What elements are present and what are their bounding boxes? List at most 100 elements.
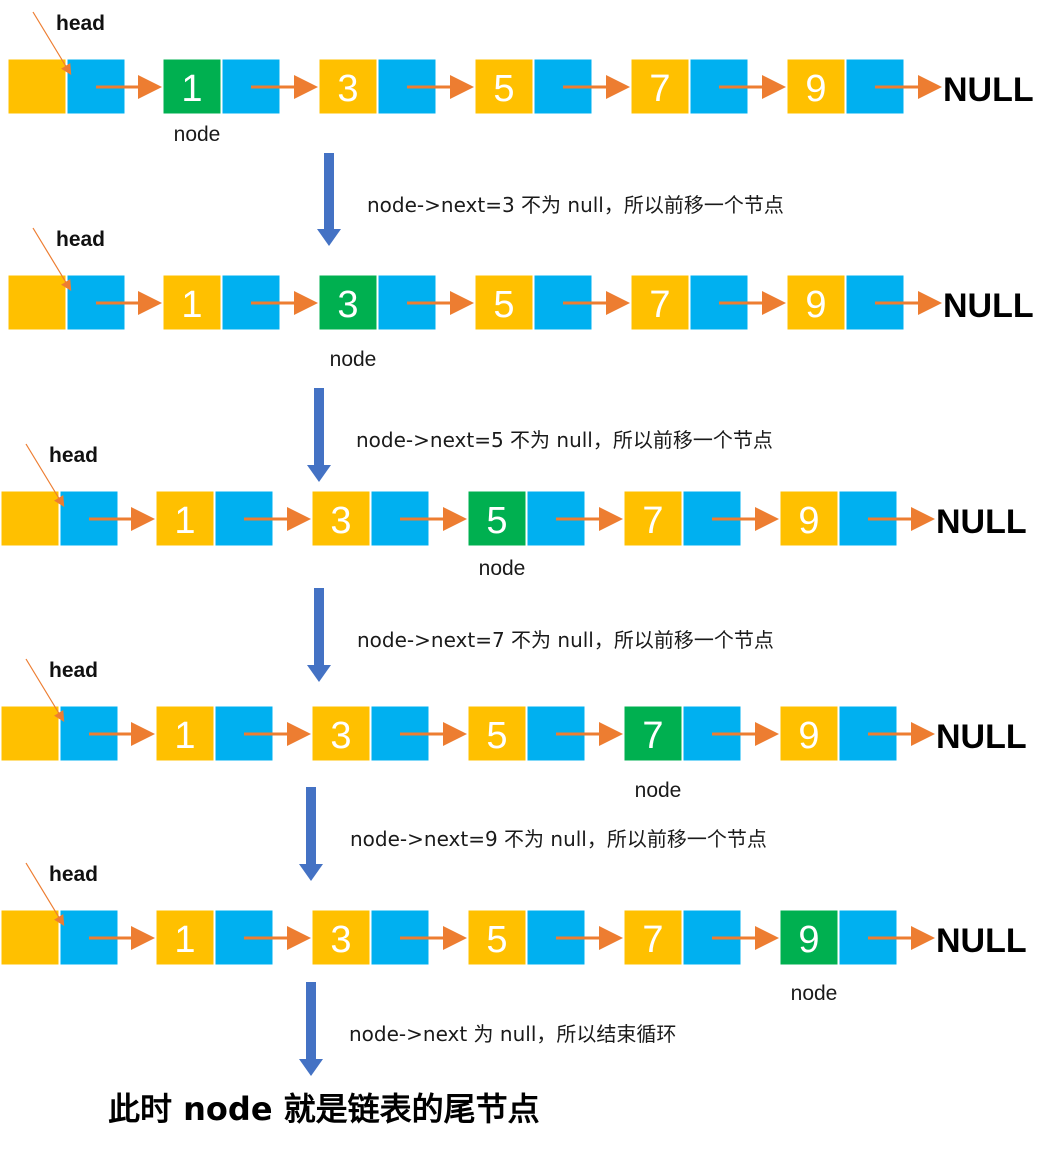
head-data-cell (0, 490, 60, 547)
current-node-cell (467, 490, 527, 547)
current-node-cell (779, 909, 839, 966)
head-label: head (49, 863, 98, 886)
node-value: 9 (805, 68, 826, 110)
node-value: 5 (486, 919, 507, 961)
transition-step: node->next 为 null，所以结束循环 (299, 982, 676, 1076)
node-value: 3 (330, 715, 351, 757)
head-label: head (56, 12, 105, 35)
down-arrow-head (307, 665, 331, 682)
node-value: 5 (493, 68, 514, 110)
transition-step: node->next=7 不为 null，所以前移一个节点 (307, 588, 774, 682)
node-data-cell (779, 705, 839, 762)
node-value: 9 (798, 919, 819, 961)
node-data-cell (630, 58, 690, 115)
node-value: 7 (642, 715, 663, 757)
conclusion-text: 此时 node 就是链表的尾节点 (108, 1090, 540, 1128)
transition-step: node->next=3 不为 null，所以前移一个节点 (317, 153, 784, 246)
node-data-cell (155, 490, 215, 547)
node-data-cell (786, 58, 846, 115)
node-data-cell (467, 705, 527, 762)
node-value: 7 (642, 500, 663, 542)
head-arrow (32, 11, 72, 76)
down-arrow-shaft (314, 388, 324, 466)
node-value: 5 (486, 715, 507, 757)
node-value: 5 (486, 500, 507, 542)
node-value: 1 (174, 715, 195, 757)
null-label: NULL (936, 922, 1027, 960)
down-arrow-head (299, 1059, 323, 1076)
head-label: head (56, 228, 105, 251)
current-node-cell (318, 274, 378, 331)
node-value: 9 (805, 284, 826, 326)
node-data-cell (623, 909, 683, 966)
down-arrow-shaft (314, 588, 324, 666)
node-data-cell (318, 58, 378, 115)
node-data-cell (779, 490, 839, 547)
node-value: 9 (798, 500, 819, 542)
null-label: NULL (936, 503, 1027, 541)
transition-step: node->next=5 不为 null，所以前移一个节点 (307, 388, 773, 482)
node-pointer-label: node (791, 982, 838, 1005)
node-data-cell (474, 58, 534, 115)
transition-note: node->next=7 不为 null，所以前移一个节点 (357, 628, 774, 652)
node-value: 3 (330, 500, 351, 542)
node-value: 3 (337, 68, 358, 110)
head-label: head (49, 659, 98, 682)
head-arrow (25, 443, 65, 508)
node-value: 5 (493, 284, 514, 326)
null-label: NULL (943, 71, 1034, 109)
node-value: 1 (181, 284, 202, 326)
node-data-cell (311, 705, 371, 762)
down-arrow-head (307, 465, 331, 482)
node-data-cell (155, 705, 215, 762)
node-data-cell (162, 274, 222, 331)
node-data-cell (474, 274, 534, 331)
null-label: NULL (943, 287, 1034, 325)
node-data-cell (786, 274, 846, 331)
node-value: 1 (174, 919, 195, 961)
transition-note: node->next=9 不为 null，所以前移一个节点 (350, 827, 767, 851)
null-label: NULL (936, 718, 1027, 756)
node-data-cell (623, 490, 683, 547)
down-arrow-shaft (324, 153, 334, 230)
list-row: head 1 3 5 7 9 node NULL (0, 862, 1027, 1005)
head-label: head (49, 444, 98, 467)
node-data-cell (630, 274, 690, 331)
current-node-cell (623, 705, 683, 762)
node-value: 1 (181, 68, 202, 110)
list-row: head 1 3 node 5 7 9 NULL (7, 227, 1034, 371)
node-pointer-label: node (330, 348, 377, 371)
node-pointer-label: node (479, 557, 526, 580)
transition-note: node->next 为 null，所以结束循环 (349, 1022, 676, 1046)
transition-note: node->next=3 不为 null，所以前移一个节点 (367, 193, 784, 217)
node-data-cell (311, 490, 371, 547)
head-arrow (25, 658, 65, 723)
down-arrow-shaft (306, 982, 316, 1060)
head-arrow (32, 227, 72, 292)
head-data-cell (0, 909, 60, 966)
node-value: 9 (798, 715, 819, 757)
node-data-cell (467, 909, 527, 966)
node-pointer-label: node (635, 779, 682, 802)
node-data-cell (155, 909, 215, 966)
node-value: 3 (330, 919, 351, 961)
down-arrow-head (299, 864, 323, 881)
node-data-cell (311, 909, 371, 966)
down-arrow-shaft (306, 787, 316, 865)
transition-note: node->next=5 不为 null，所以前移一个节点 (356, 428, 773, 452)
head-data-cell (7, 274, 67, 331)
node-pointer-label: node (174, 123, 221, 146)
node-value: 3 (337, 284, 358, 326)
head-arrow (25, 862, 65, 927)
node-value: 7 (649, 284, 670, 326)
head-data-cell (7, 58, 67, 115)
down-arrow-head (317, 229, 341, 246)
transition-step: node->next=9 不为 null，所以前移一个节点 (299, 787, 767, 881)
node-value: 7 (642, 919, 663, 961)
list-row: head 1 3 5 7 node 9 NULL (0, 658, 1027, 802)
head-data-cell (0, 705, 60, 762)
current-node-cell (162, 58, 222, 115)
